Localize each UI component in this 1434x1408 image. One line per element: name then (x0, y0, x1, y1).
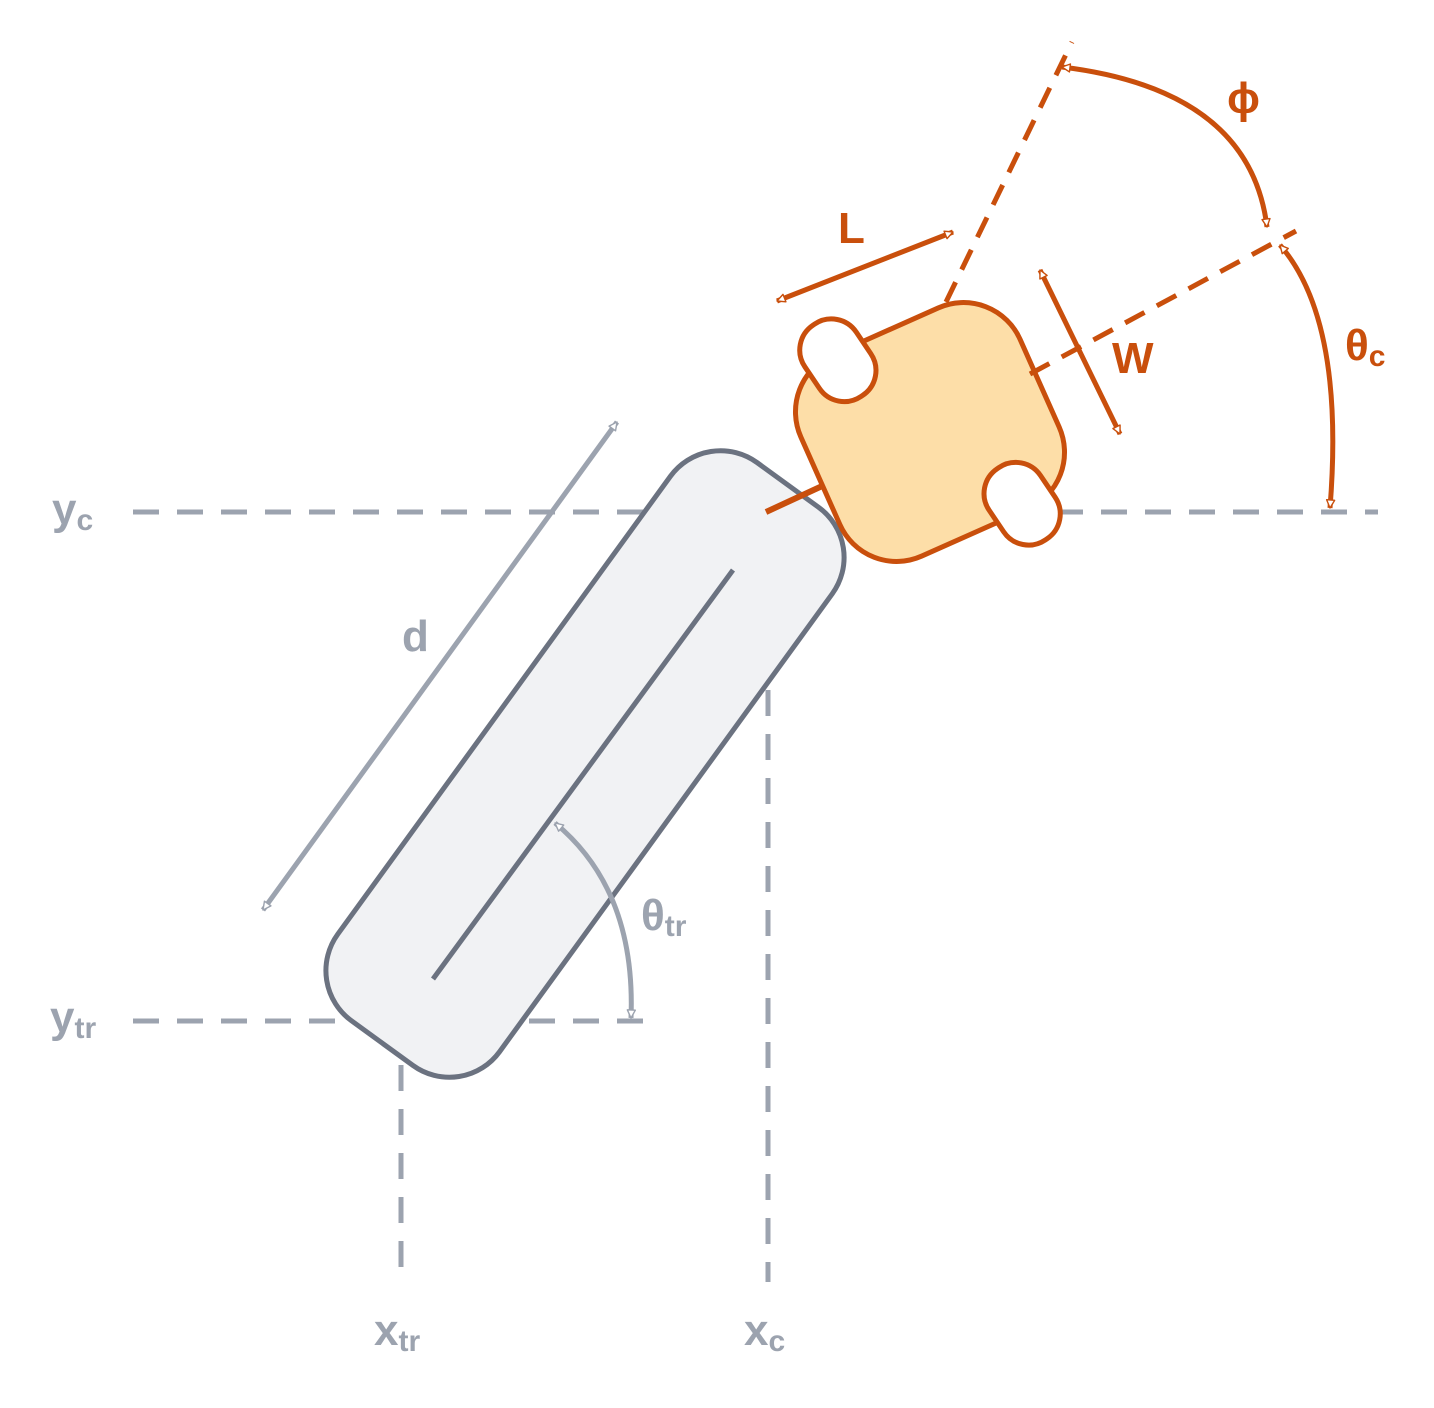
label-yc: yc (52, 485, 93, 537)
L-dimension-arrow (776, 229, 954, 304)
label-ytr: ytr (50, 993, 96, 1045)
trailer-body (323, 448, 847, 1080)
theta-c-arc (1278, 243, 1336, 509)
car-heading-line (1028, 228, 1298, 377)
label-xtr: xtr (374, 1306, 420, 1358)
label-theta-c: θc (1345, 321, 1385, 373)
label-theta-tr: θtr (641, 891, 687, 943)
label-L: L (838, 204, 865, 253)
car-wheel-bottom (981, 459, 1063, 548)
phi-arc (1061, 63, 1271, 228)
label-W: W (1112, 334, 1154, 383)
steering-line (943, 40, 1075, 304)
trailer (323, 448, 847, 1080)
d-dimension-arrow (260, 420, 620, 912)
label-phi: ϕ (1227, 74, 1260, 123)
label-xc: xc (744, 1306, 785, 1358)
label-d: d (402, 612, 429, 661)
theta-tr-arc (553, 821, 637, 1019)
W-dimension-arrow (1037, 268, 1123, 436)
car-wheel-top (797, 316, 879, 405)
